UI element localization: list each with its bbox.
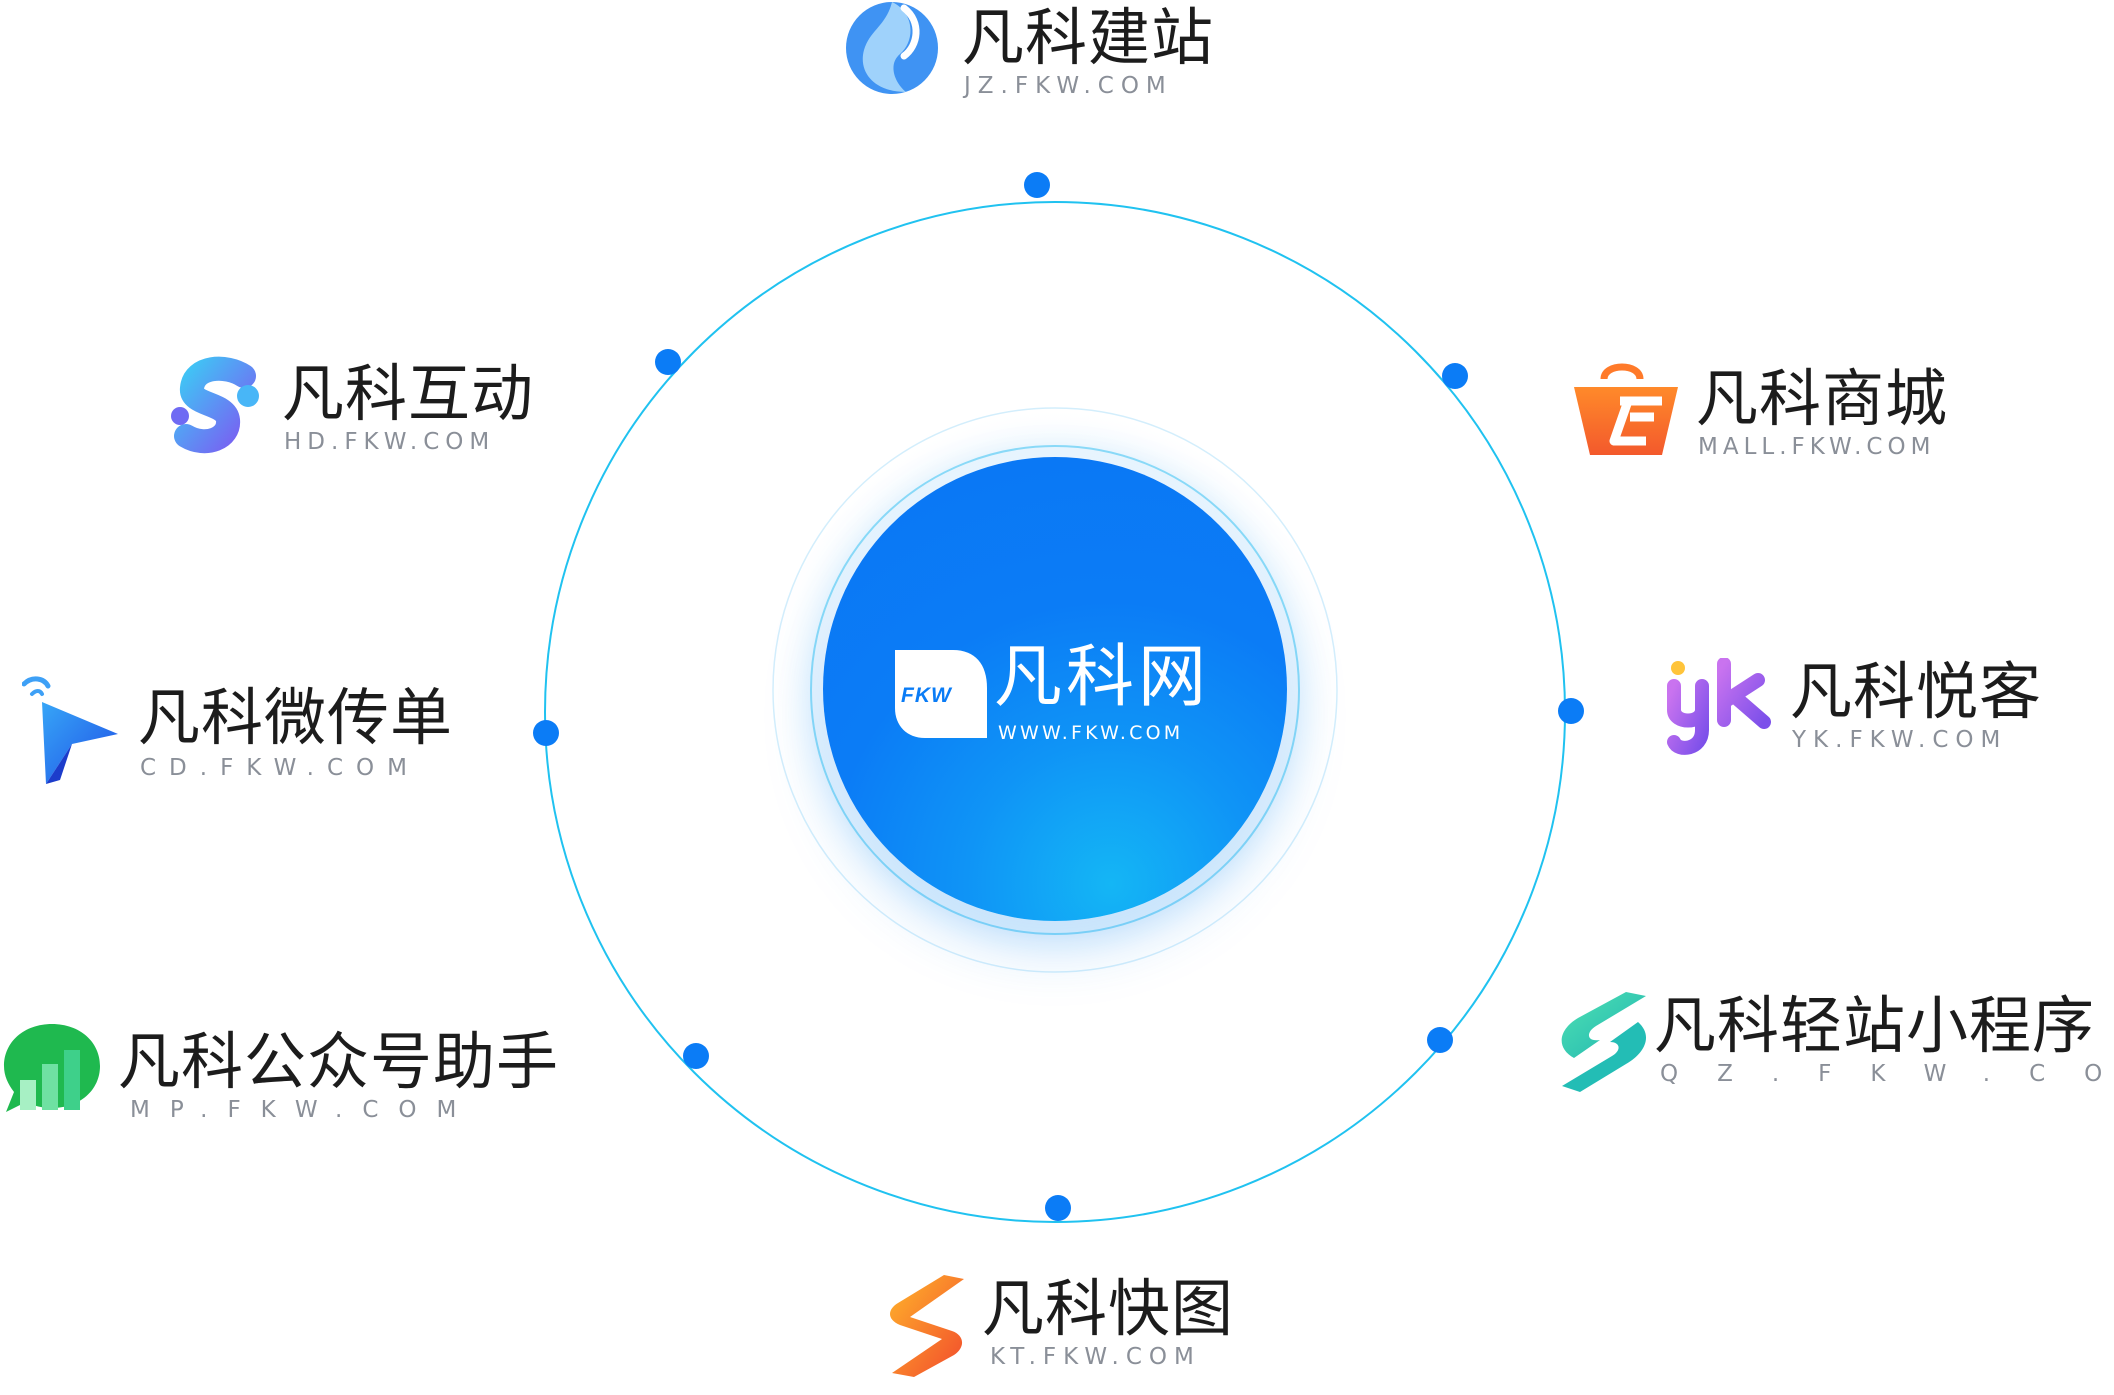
product-name: 凡科轻站小程序	[1654, 989, 2096, 1062]
stacked-s-icon	[1561, 992, 1647, 1092]
product-qz[interactable]: 凡科轻站小程序 QZ.FKW.COM	[1556, 982, 2114, 1112]
center-title: 凡科网	[994, 638, 1211, 717]
product-name: 凡科建站	[962, 1, 1215, 74]
orbit-node	[1442, 363, 1468, 389]
product-url: QZ.FKW.COM	[1660, 1061, 2114, 1087]
product-url: YK.FKW.COM	[1792, 727, 2008, 753]
orbit-node	[1558, 698, 1584, 724]
product-name: 凡科公众号助手	[118, 1025, 560, 1098]
product-url: KT.FKW.COM	[990, 1344, 1201, 1370]
yk-letters-icon	[1667, 658, 1771, 755]
product-yk[interactable]: 凡科悦客 YK.FKW.COM	[1666, 648, 2086, 778]
paper-plane-icon	[22, 676, 118, 784]
orbit-node	[533, 720, 559, 746]
product-name: 凡科悦客	[1790, 655, 2043, 728]
fkw-logo-icon: FKW	[895, 650, 987, 738]
orbit-node	[1045, 1195, 1071, 1221]
product-kt[interactable]: 凡科快图 KT.FKW.COM	[884, 1265, 1284, 1395]
shopping-bag-icon	[1574, 363, 1678, 455]
product-name: 凡科快图	[982, 1272, 1235, 1345]
fkw-logo-text: FKW	[901, 684, 953, 707]
chat-bars-icon	[4, 1024, 100, 1112]
product-name: 凡科互动	[282, 357, 535, 430]
hub-inner-ring	[810, 445, 1300, 935]
product-url: MP.FKW.COM	[130, 1097, 477, 1123]
center-url: WWW.FKW.COM	[998, 722, 1184, 744]
orbit-node	[1024, 172, 1050, 198]
lightning-s-icon	[890, 1275, 964, 1377]
product-mall[interactable]: 凡科商城 MALL.FKW.COM	[1568, 355, 2008, 485]
product-jz[interactable]: 凡科建站 JZ.FKW.COM	[840, 0, 1240, 130]
product-cd[interactable]: 凡科微传单 CD.FKW.COM	[22, 672, 482, 802]
product-mp[interactable]: 凡科公众号助手 MP.FKW.COM	[0, 1018, 600, 1148]
hd-s-icon	[171, 356, 259, 454]
orbit-node	[655, 349, 681, 375]
jz-swirl-icon	[846, 2, 938, 94]
orbit-node	[1427, 1027, 1453, 1053]
product-name: 凡科商城	[1696, 362, 1949, 435]
product-url: MALL.FKW.COM	[1698, 434, 1936, 460]
product-url: JZ.FKW.COM	[964, 73, 1173, 99]
product-url: CD.FKW.COM	[140, 755, 420, 781]
product-name: 凡科微传单	[138, 681, 454, 754]
product-hd[interactable]: 凡科互动 HD.FKW.COM	[160, 350, 560, 480]
orbit-node	[683, 1043, 709, 1069]
product-url: HD.FKW.COM	[284, 429, 496, 455]
